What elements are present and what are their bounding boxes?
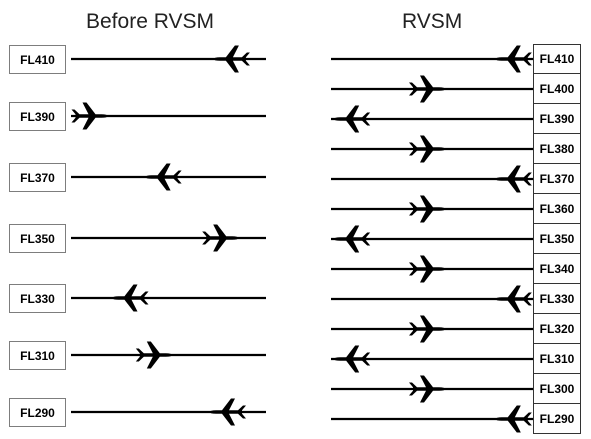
left-label-fl410: FL410	[9, 45, 66, 74]
left-label-fl350: FL350	[9, 224, 66, 253]
right-label-fl360: FL360	[533, 194, 581, 224]
right-level-fl300	[331, 375, 533, 403]
right-label-fl300: FL300	[533, 374, 581, 404]
right-label-fl390: FL390	[533, 104, 581, 134]
right-level-fl380	[331, 135, 533, 163]
right-label-fl370: FL370	[533, 164, 581, 194]
aircraft-icon	[145, 163, 182, 191]
aircraft-icon	[495, 285, 532, 313]
right-label-fl320: FL320	[533, 314, 581, 344]
aircraft-icon	[495, 165, 532, 193]
left-level-fl390	[71, 102, 266, 130]
aircraft-icon	[71, 102, 108, 130]
aircraft-icon	[135, 341, 172, 369]
right-level-fl410	[331, 45, 533, 73]
right-label-fl290: FL290	[533, 404, 581, 434]
right-label-fl350: FL350	[533, 224, 581, 254]
before-rvsm-title: Before RVSM	[86, 10, 214, 33]
aircraft-icon	[409, 255, 445, 283]
aircraft-icon	[213, 45, 250, 73]
left-level-fl310	[71, 341, 266, 369]
right-level-fl400	[331, 75, 533, 103]
aircraft-icon	[409, 75, 445, 103]
left-level-fl350	[71, 224, 266, 252]
right-level-fl320	[331, 315, 533, 343]
right-label-fl330: FL330	[533, 284, 581, 314]
aircraft-icon	[334, 345, 371, 373]
right-label-fl410: FL410	[533, 44, 581, 74]
aircraft-icon	[334, 105, 371, 133]
right-label-fl340: FL340	[533, 254, 581, 284]
left-level-fl290	[71, 398, 266, 426]
left-level-fl330	[71, 284, 266, 312]
aircraft-icon	[210, 398, 246, 426]
right-level-fl290	[331, 405, 533, 433]
rvsm-title: RVSM	[402, 10, 463, 33]
aircraft-icon	[409, 315, 445, 343]
aircraft-icon	[495, 45, 532, 73]
right-level-fl360	[331, 195, 533, 223]
aircraft-icon	[409, 375, 445, 403]
right-level-fl390	[331, 105, 533, 133]
left-label-fl310: FL310	[9, 341, 66, 370]
right-level-fl350	[331, 225, 533, 253]
aircraft-icon	[112, 284, 149, 312]
aircraft-icon	[409, 135, 445, 163]
right-label-fl310: FL310	[533, 344, 581, 374]
right-label-fl380: FL380	[533, 134, 581, 164]
right-level-fl370	[331, 165, 533, 193]
right-level-fl330	[331, 285, 533, 313]
right-level-fl340	[331, 255, 533, 283]
left-label-fl370: FL370	[9, 163, 66, 192]
aircraft-icon	[334, 225, 371, 253]
aircraft-icon	[409, 195, 445, 223]
aircraft-icon	[202, 224, 239, 252]
left-label-fl390: FL390	[9, 102, 66, 131]
aircraft-icon	[495, 405, 532, 433]
left-level-fl370	[71, 163, 266, 191]
left-label-fl330: FL330	[9, 284, 66, 313]
left-level-fl410	[71, 45, 266, 73]
right-label-fl400: FL400	[533, 74, 581, 104]
right-level-fl310	[331, 345, 533, 373]
left-label-fl290: FL290	[9, 398, 66, 427]
